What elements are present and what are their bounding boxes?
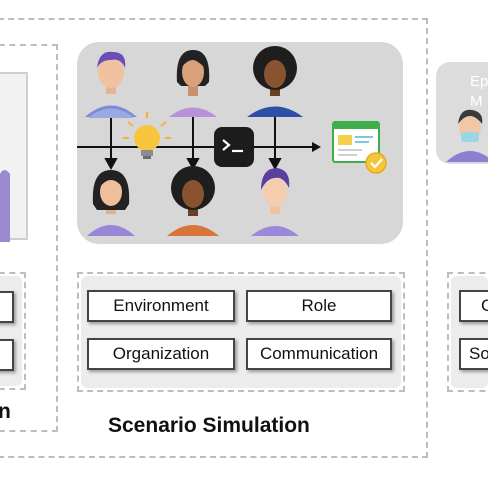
checkmark-badge-icon	[365, 152, 387, 174]
person-avatar-icon	[247, 46, 303, 117]
left-image-panel	[0, 72, 28, 242]
scenario-section-title: Scenario Simulation	[108, 414, 310, 437]
person-avatar-icon	[169, 50, 217, 117]
right-elements-frame	[447, 272, 488, 392]
right-image-label: Ep M	[470, 73, 488, 110]
role-card: Role	[246, 290, 392, 322]
scenario-image	[77, 42, 403, 244]
terminal-icon	[214, 127, 254, 167]
scenario-illustration	[77, 46, 387, 236]
right-card-2: So	[459, 338, 488, 370]
right-card-1: C	[459, 290, 488, 322]
person-avatar-icon	[85, 51, 137, 118]
person-avatar-icon	[251, 168, 299, 236]
lightbulb-icon	[123, 112, 171, 159]
left-section-title: n	[0, 400, 11, 423]
right-figure-icon	[446, 109, 488, 162]
organization-card: Organization	[87, 338, 235, 370]
left-elements-frame	[0, 272, 26, 390]
right-image-panel	[436, 62, 488, 164]
code-window-icon	[332, 121, 380, 163]
elements-frame	[77, 272, 405, 392]
left-card-1	[0, 291, 14, 323]
person-avatar-icon	[167, 166, 219, 236]
person-avatar-icon	[87, 170, 135, 236]
environment-card: Environment	[87, 290, 235, 322]
left-card-2	[0, 339, 14, 371]
left-figure-icon	[0, 170, 10, 242]
outer-frame	[0, 18, 428, 458]
communication-card: Communication	[246, 338, 392, 370]
left-section-frame	[0, 44, 58, 432]
